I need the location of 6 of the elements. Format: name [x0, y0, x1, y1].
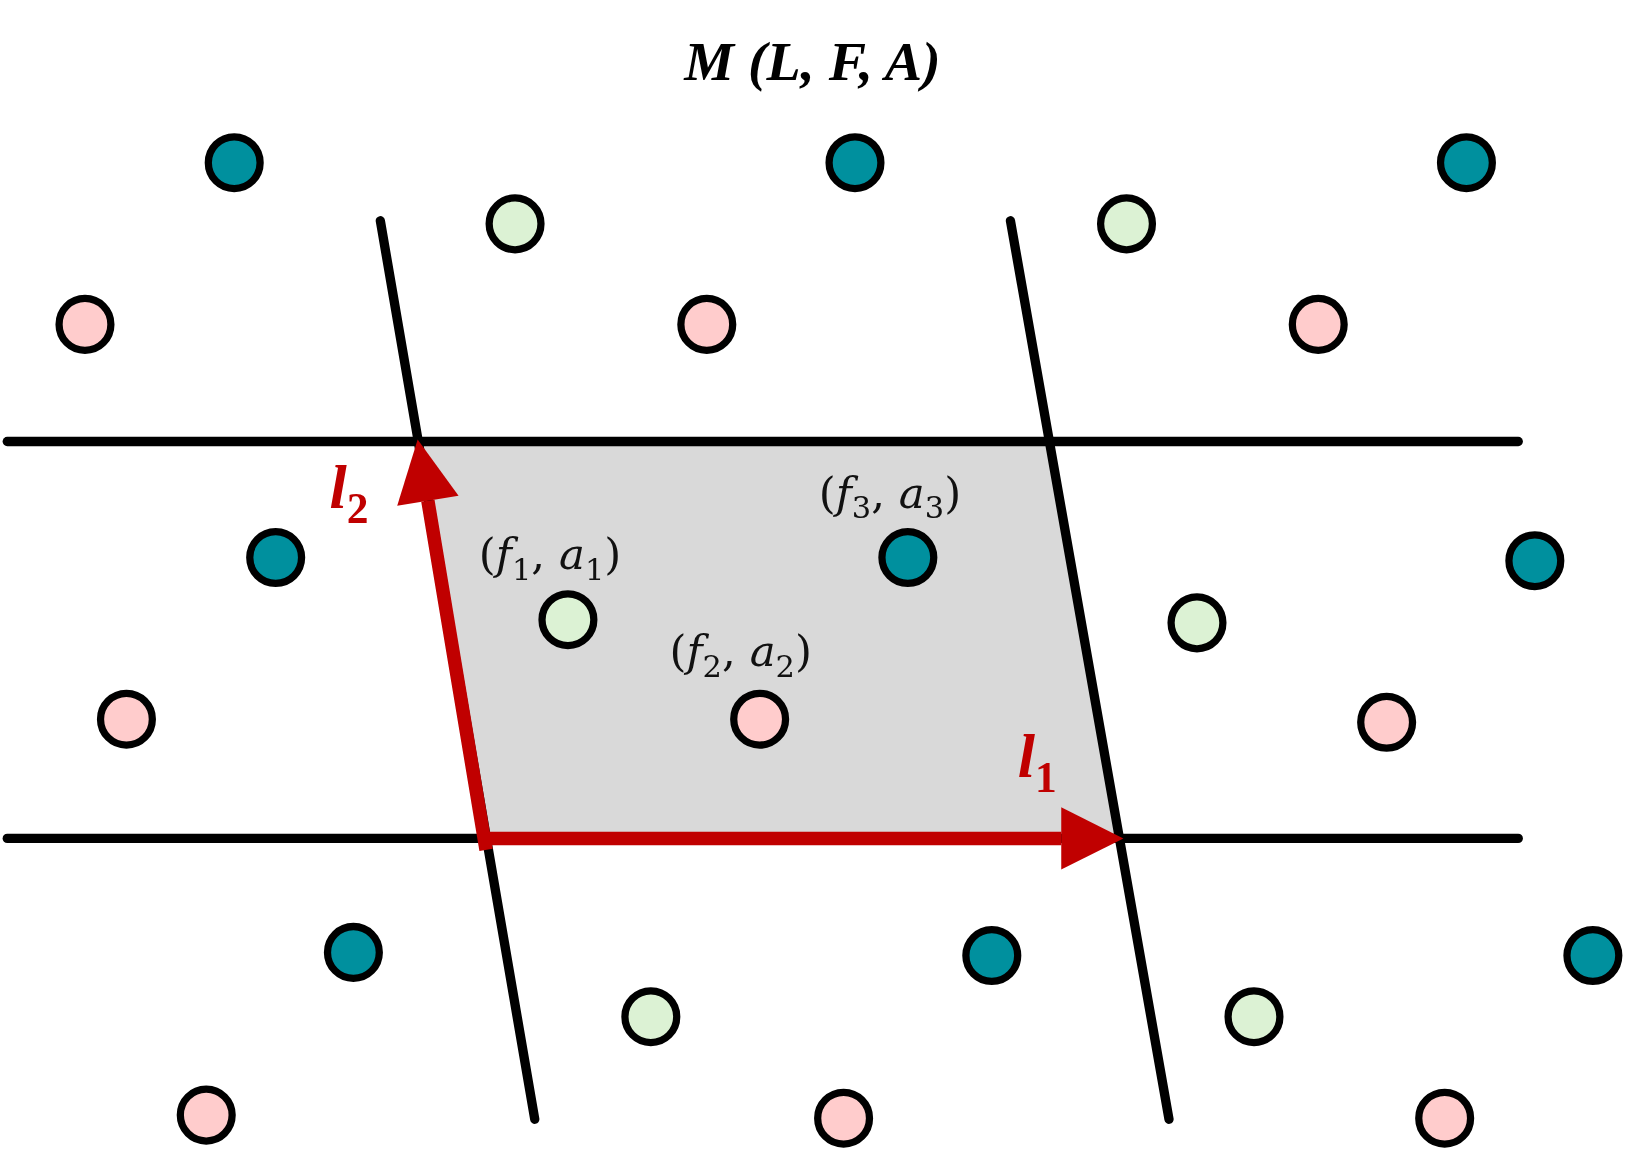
- coordinate-label: (f$_{1}$, a$_{1}$): [478, 532, 622, 586]
- coordinate-label: (f$_{3}$, a$_{3}$): [818, 471, 962, 525]
- title: M (L, F, A): [682, 29, 942, 94]
- vector-label: l$_{1}$: [1017, 725, 1057, 800]
- coordinate-label: (f$_{2}$, a$_{2}$): [669, 630, 812, 683]
- vector-label: l$_{2}$: [329, 456, 369, 531]
